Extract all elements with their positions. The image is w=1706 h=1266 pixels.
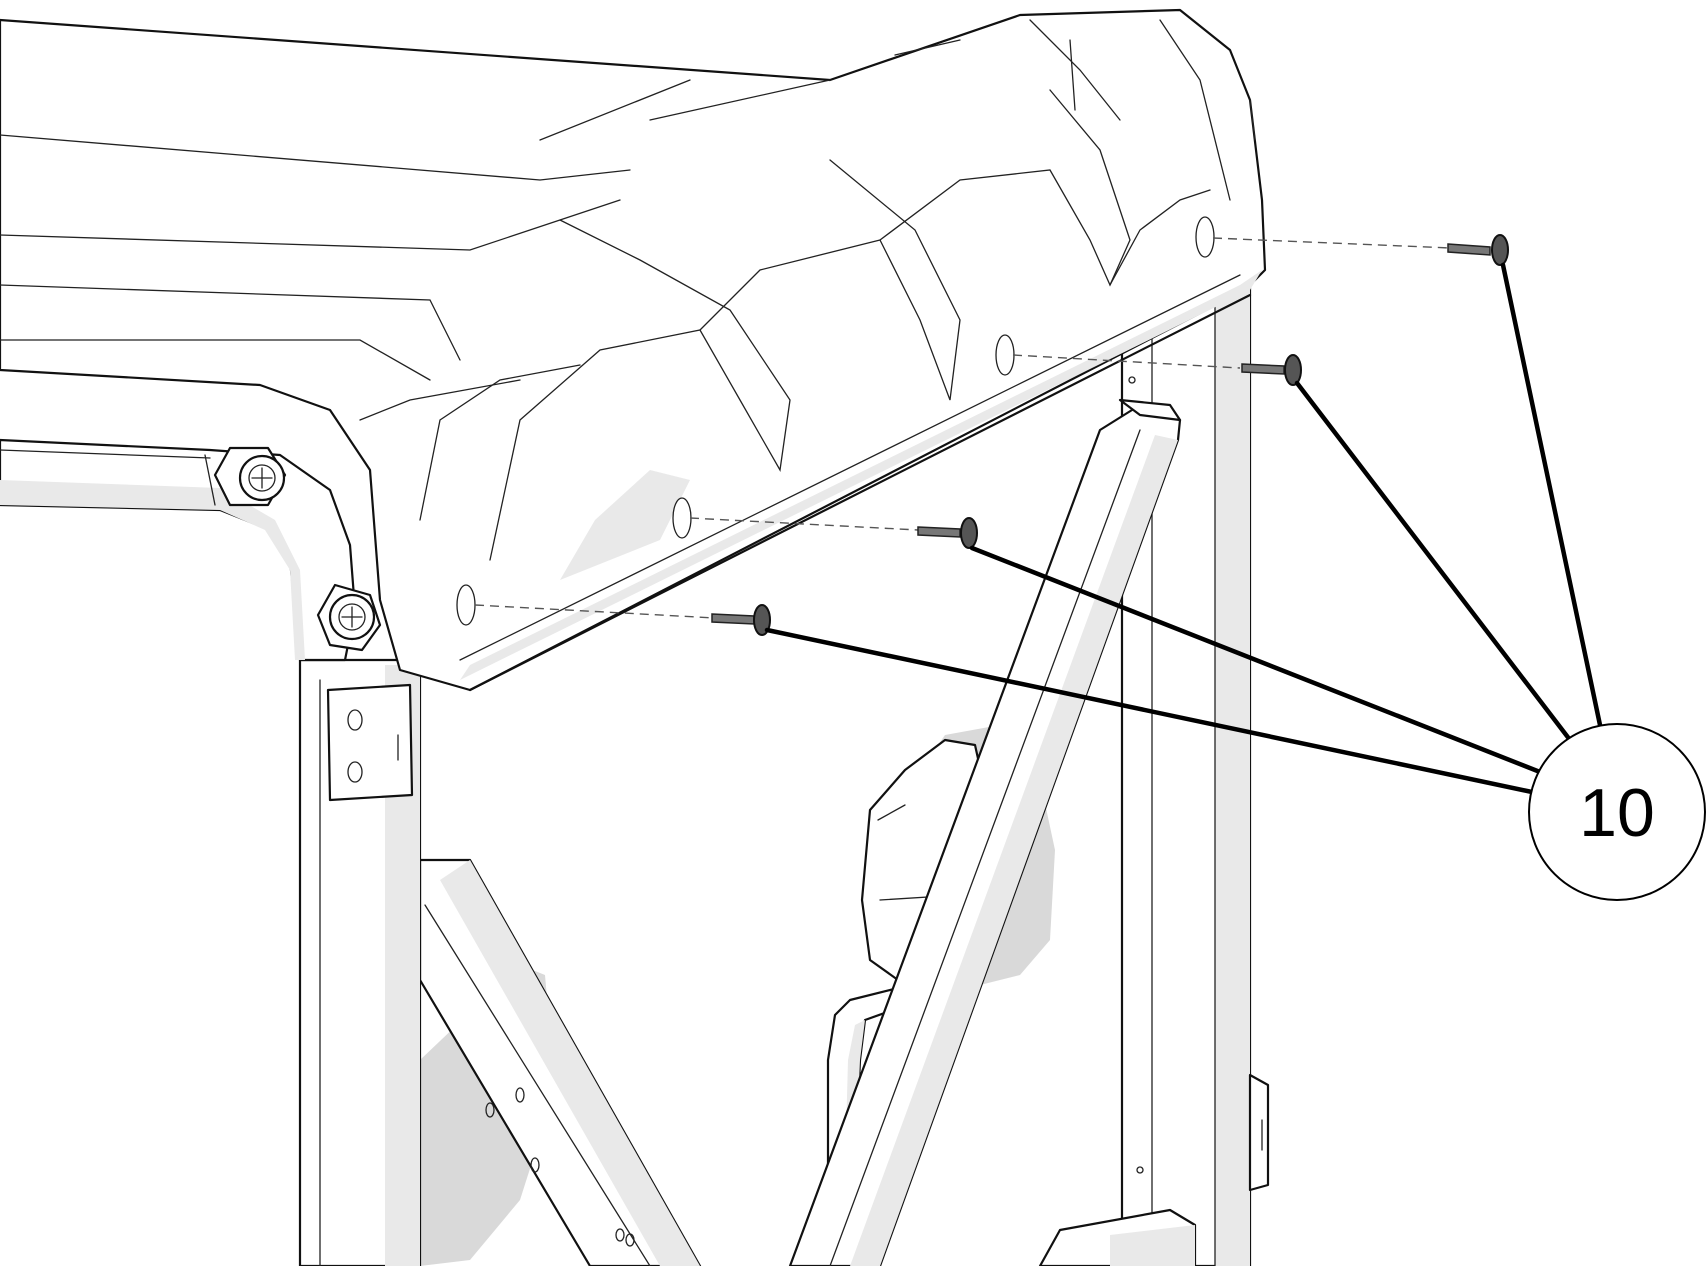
left-brace	[418, 858, 702, 1266]
screw-4	[711, 604, 771, 636]
alignment-lines	[474, 237, 1451, 619]
callout-label: 10	[1579, 775, 1655, 851]
lower-rail	[1038, 1208, 1197, 1266]
callout-bubble: 10	[1528, 723, 1706, 901]
screw-1	[1447, 234, 1509, 266]
screw-3	[917, 517, 978, 549]
left-front-post	[298, 658, 422, 1266]
leader-lines	[764, 262, 1603, 795]
roof-frame	[0, 438, 357, 662]
corner-bolts	[213, 446, 382, 652]
diagonal-brace	[788, 398, 1182, 1266]
right-rear-post	[1120, 283, 1270, 1266]
screw-2	[1241, 354, 1302, 386]
roof-top	[0, 8, 1267, 692]
